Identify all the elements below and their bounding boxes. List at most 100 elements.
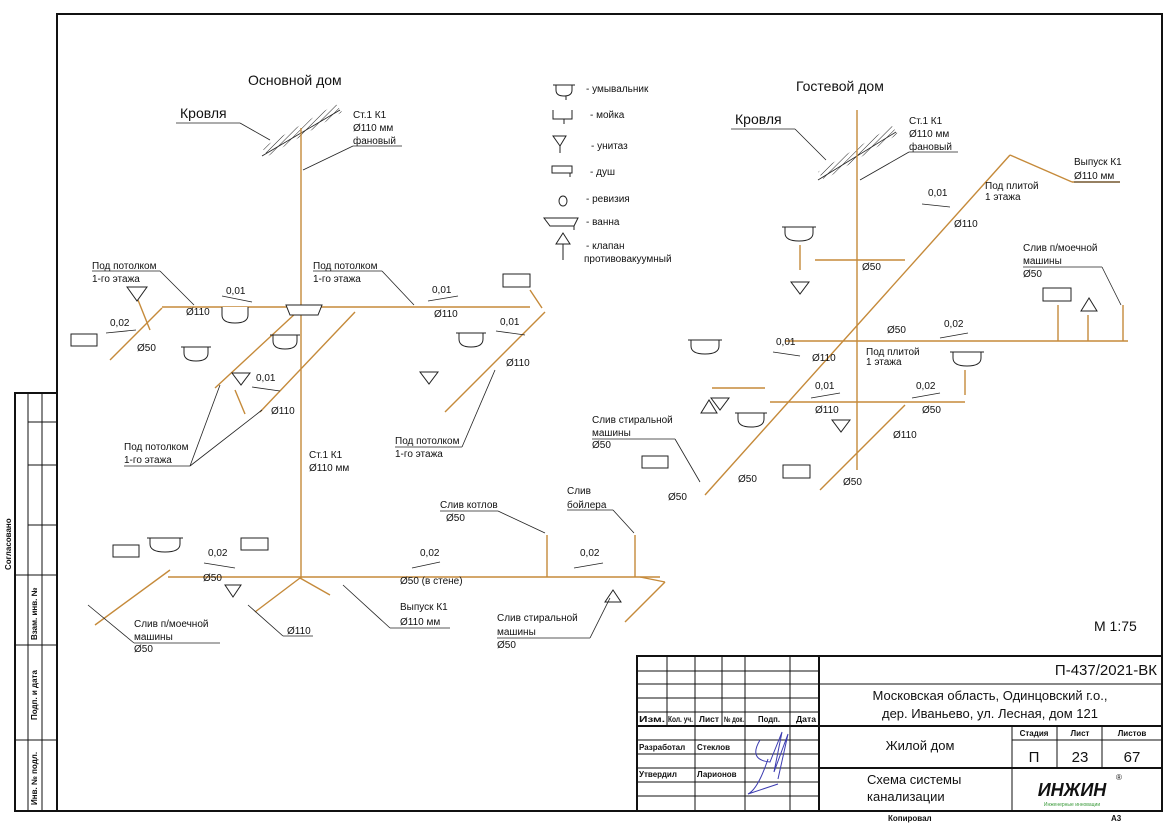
svg-text:- ванна: - ванна: [586, 217, 620, 228]
slope-label: 0,01: [226, 286, 246, 297]
revision-icon: [558, 195, 568, 207]
legend: - умывальник - мойка - унитаз - душ - ре…: [543, 84, 672, 265]
annotation: Ø50: [592, 440, 611, 451]
riser-label: Ø110 мм: [309, 463, 349, 474]
shower-icon: [240, 537, 269, 551]
slope-label: 0,01: [928, 188, 948, 199]
copied-label: Копировал: [888, 814, 932, 823]
drawing-code: П-437/2021-ВК: [1055, 662, 1157, 679]
stage-label: Стадия: [1020, 729, 1049, 738]
format-label: А3: [1111, 814, 1122, 823]
toilet-icon: [231, 372, 251, 386]
side-stamp: Согласовано Взам. инв. № Подп. и дата Ин…: [4, 392, 58, 812]
main-roof: Кровля Ст.1 К1 Ø110 мм фановый: [176, 104, 402, 171]
annotation: Под плитой: [985, 181, 1039, 192]
washbasin-icon: [456, 332, 486, 348]
stage-value: П: [1029, 749, 1040, 766]
toilet-icon: [419, 371, 439, 385]
slope-label: 0,01: [432, 285, 452, 296]
header-kol-uch: Кол. уч.: [668, 715, 693, 724]
slope-label: 0,02: [916, 381, 936, 392]
annotation: бойлера: [567, 499, 607, 511]
shower-icon: [782, 464, 811, 479]
main-house-title: Основной дом: [248, 72, 342, 88]
annotation: Под потолком: [124, 442, 189, 453]
vacuum-valve-icon: [1080, 297, 1098, 312]
annotation: Слив стиральной: [497, 613, 578, 624]
title-block: Изм. Кол. уч. Лист № док. Подп. Дата Раз…: [636, 655, 1163, 823]
guest-roof-label: Кровля: [735, 111, 782, 127]
annotation: Ø50: [446, 513, 465, 524]
vacuum-valve-icon: [604, 589, 622, 603]
annotation: Слив п/моечной: [134, 619, 208, 630]
sheets-value: 67: [1124, 749, 1141, 766]
annotation: 1 этажа: [866, 357, 902, 368]
annotation: Слив: [567, 486, 591, 497]
vacuum-valve-icon: [555, 232, 571, 260]
company-logo: ИНЖИН: [1038, 780, 1108, 800]
svg-text:- душ: - душ: [590, 167, 615, 178]
guest-riser-name: Ст.1 К1: [909, 116, 943, 127]
diameter-label: Ø50 (в стене): [400, 576, 463, 587]
diameter-label: Ø110: [434, 309, 458, 320]
diameter-label: Ø110: [506, 358, 530, 369]
slope-label: 0,01: [500, 317, 520, 328]
shower-icon: [551, 165, 573, 177]
annotation: Выпуск К1: [1074, 157, 1122, 168]
annotation: Слив стиральной: [592, 415, 673, 426]
annotation: машины: [1023, 256, 1062, 267]
toilet-icon: [831, 419, 851, 433]
sink-icon: [112, 544, 140, 558]
scale-label: М 1:75: [1094, 618, 1137, 634]
annotation: Ø50: [134, 644, 153, 655]
riser-label: Ст.1 К1: [309, 450, 343, 461]
slope-label: 0,02: [110, 318, 130, 329]
annotation: 1-го этажа: [92, 274, 140, 285]
sink-icon: [552, 110, 573, 124]
toilet-icon: [552, 135, 567, 153]
header-list: Лист: [699, 715, 719, 724]
washbasin-icon: [181, 346, 211, 362]
header-date: Дата: [796, 715, 817, 724]
annotation: Ø50: [1023, 269, 1042, 280]
slope-label: 0,01: [776, 337, 796, 348]
svg-text:- клапан: - клапан: [586, 241, 625, 252]
sink-icon: [1042, 287, 1072, 302]
shower-icon: [70, 333, 98, 347]
diameter-label: Ø50: [738, 474, 757, 485]
shower-icon: [502, 273, 531, 288]
vacuum-valve-icon: [700, 399, 718, 414]
sheet-label: Лист: [1071, 729, 1090, 738]
toilet-icon: [790, 281, 810, 295]
toilet-icon: [710, 397, 730, 411]
bathtub-icon: [543, 217, 579, 230]
diameter-label: Ø110: [271, 406, 295, 417]
slope-label: 0,02: [208, 548, 228, 559]
main-riser-diam: Ø110 мм: [353, 123, 393, 134]
toilet-icon: [224, 584, 242, 598]
washbasin-icon: [688, 339, 722, 355]
drawing-title-line2: канализации: [867, 789, 945, 804]
guest-house-title: Гостевой дом: [796, 78, 884, 94]
diameter-label: Ø50: [887, 325, 906, 336]
annotation: 1-го этажа: [124, 455, 172, 466]
diameter-label: Ø110: [954, 219, 978, 230]
washbasin-icon: [221, 307, 249, 324]
washbasin-icon: [735, 412, 767, 428]
developed-name: Стеклов: [697, 743, 730, 752]
guest-riser-diam: Ø110 мм: [909, 129, 949, 140]
slope-marks: [105, 203, 969, 569]
sheet-value: 23: [1072, 749, 1089, 766]
sheets-label: Листов: [1118, 729, 1147, 738]
diameter-label: Ø50: [668, 492, 687, 503]
diameter-label: Ø50: [843, 477, 862, 488]
washbasin-icon: [782, 226, 816, 242]
diameter-label: Ø50: [203, 573, 222, 584]
object-name: Жилой дом: [886, 738, 955, 753]
stamp-agreed: Согласовано: [4, 518, 13, 570]
svg-text:противовакуумный: противовакуумный: [584, 254, 672, 265]
main-riser-type: фановый: [353, 135, 396, 147]
registered-mark: ®: [1116, 773, 1122, 782]
annotation: 1-го этажа: [313, 274, 361, 285]
